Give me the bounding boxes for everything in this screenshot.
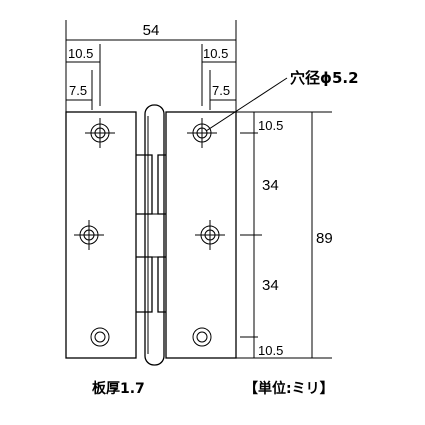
overall-height-label: 89 (316, 230, 333, 247)
left-inner-offset-label: 7.5 (69, 83, 87, 98)
lower-spacing-label: 34 (262, 277, 279, 294)
unit-note: 【単位:ミリ】 (244, 380, 334, 397)
hole-diameter-label: 穴径ϕ5.2 (290, 69, 359, 87)
screw-hole-top-right (187, 118, 217, 148)
dimension-overall-width: 54 (65, 20, 237, 112)
knuckle-barrel (144, 104, 165, 366)
top-margin-label: 10.5 (258, 118, 283, 133)
plate-thickness-note: 板厚1.7 (92, 380, 145, 397)
dimension-right-offsets: 10.5 7.5 (201, 44, 236, 110)
right-outer-offset-label: 10.5 (203, 46, 228, 61)
screw-hole-bottom-left (90, 327, 110, 347)
screw-hole-middle-left (74, 220, 104, 250)
screw-hole-top-left (85, 118, 115, 148)
bottom-margin-label: 10.5 (258, 343, 283, 358)
right-leaf (165, 111, 237, 359)
dimension-left-offsets: 10.5 7.5 (66, 44, 101, 110)
upper-spacing-label: 34 (262, 177, 279, 194)
right-inner-offset-label: 7.5 (212, 83, 230, 98)
knuckle-segment-upper (136, 154, 153, 215)
hinge-body (65, 104, 237, 366)
screw-hole-middle-right (195, 220, 225, 250)
overall-width-label: 54 (143, 22, 160, 39)
screw-hole-bottom-right (192, 327, 212, 347)
screw-holes (74, 118, 225, 347)
knuckle-segment-lower (136, 256, 153, 313)
hole-callout: 穴径ϕ5.2 (205, 69, 359, 132)
dimension-right-vertical: 10.5 34 34 10.5 89 (236, 111, 333, 359)
left-leaf (65, 111, 137, 359)
left-outer-offset-label: 10.5 (68, 46, 93, 61)
